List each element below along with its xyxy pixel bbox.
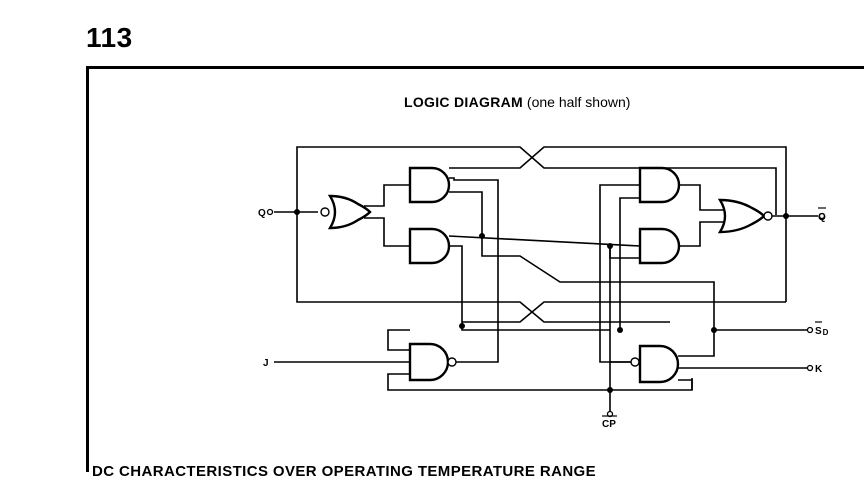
or-gate-left: [327, 194, 372, 230]
junction-cp-top: [607, 243, 613, 249]
wire-and2-cross-right: [481, 236, 715, 330]
wire-and4-input: [609, 246, 640, 259]
bubble-nand-j: [447, 357, 457, 367]
junction-cp-bottom: [607, 387, 613, 393]
label-sd-main: S: [815, 326, 822, 337]
and-gate-4: [638, 227, 681, 265]
junction-qbar: [783, 213, 789, 219]
gates: [327, 166, 766, 384]
or-gate-right: [717, 198, 766, 234]
wire-q-lower-loop: [296, 212, 670, 323]
wire-and1-to-or: [364, 184, 410, 207]
wire-j-gate-to-and1: [449, 177, 499, 363]
junction-sd-right: [711, 327, 717, 333]
and-gate-1: [408, 166, 451, 204]
wire-k-gate-lower: [678, 379, 693, 390]
left-border-line: [86, 66, 89, 472]
nand-gate-j: [408, 342, 450, 382]
inversion-bubbles: [320, 207, 773, 367]
wire-sd-to-j-gate: [387, 329, 410, 351]
junction-sd-mid: [617, 327, 623, 333]
wire-and2-to-sd: [449, 245, 463, 322]
junction-dots: [294, 209, 789, 393]
diagram-title: LOGIC DIAGRAM (one half shown): [404, 94, 630, 110]
label-q: Q: [258, 208, 266, 219]
pin-q: [266, 208, 274, 216]
bubble-nand-k: [630, 357, 640, 367]
junction-sd-left: [459, 323, 465, 329]
wire-and3-to-or: [679, 184, 726, 211]
wires: [274, 146, 818, 412]
page-number: 113: [86, 22, 133, 53]
pin-k: [806, 364, 814, 372]
bubble-or-right: [763, 211, 773, 221]
label-sd-sub: D: [823, 328, 829, 337]
top-border-line: [86, 66, 864, 69]
wire-sd-left: [461, 322, 610, 331]
wire-qbar-lower-loop: [462, 301, 786, 323]
junction-q: [294, 209, 300, 215]
pin-sd: [806, 326, 814, 334]
junction-and2: [479, 233, 485, 239]
wire-and3-input-b: [619, 197, 640, 330]
diagram-title-note: (one half shown): [526, 94, 631, 110]
wire-sd-to-k-gate: [678, 330, 715, 357]
diagram-title-bold: LOGIC DIAGRAM: [404, 94, 524, 110]
wire-and4-to-or: [679, 221, 726, 247]
nand-gate-k: [638, 344, 680, 384]
wire-q-to-right-and: [296, 146, 777, 215]
wire-and1-cross: [449, 191, 483, 236]
pin-terminals: [266, 208, 826, 418]
wire-and2-to-or: [364, 217, 410, 247]
wire-qbar-feedback: [449, 146, 787, 302]
and-gate-2: [408, 227, 451, 265]
label-qbar: Q: [818, 212, 826, 223]
label-k: K: [815, 364, 823, 375]
bubble-or-left: [320, 207, 330, 217]
label-sd: SD: [815, 326, 829, 337]
pin-qbar: [818, 212, 826, 220]
label-cp: CP: [602, 419, 616, 430]
and-gate-3: [638, 166, 681, 204]
label-j: J: [263, 358, 269, 369]
